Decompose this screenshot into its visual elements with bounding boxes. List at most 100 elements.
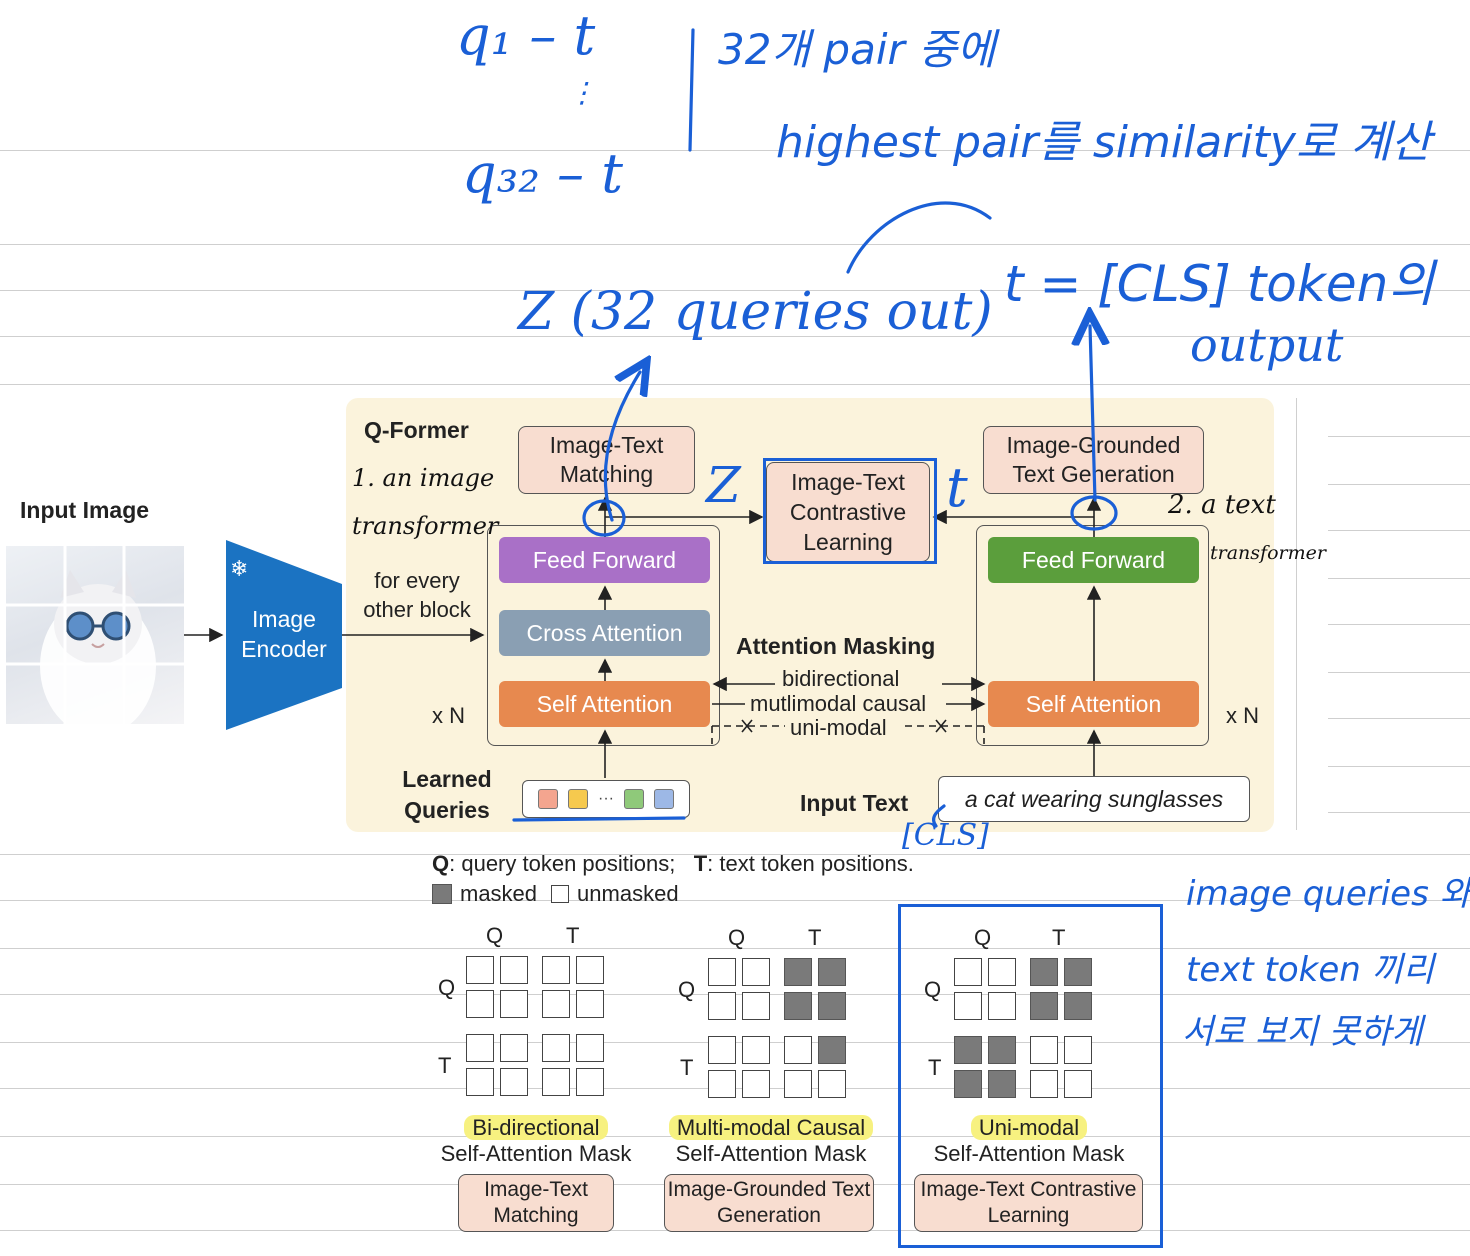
ruled-line bbox=[1328, 484, 1470, 485]
ruled-line bbox=[1328, 766, 1470, 767]
query-token bbox=[568, 789, 588, 809]
feed-forward-left: Feed Forward bbox=[499, 537, 710, 583]
annotation-z-queries: Z (32 queries out) bbox=[518, 282, 993, 342]
ruled-line bbox=[0, 900, 1470, 901]
mask-cell-masked bbox=[954, 1036, 982, 1064]
mask-cell-unmasked bbox=[708, 958, 736, 986]
annotation-z-small: Z bbox=[706, 456, 741, 514]
mask-subtitle: Self-Attention Mask bbox=[675, 1141, 867, 1166]
ruled-line bbox=[1328, 436, 1470, 437]
input-image-label: Input Image bbox=[20, 497, 150, 523]
task-image-text-contrastive-label: Image-Text Contrastive Learning bbox=[789, 469, 907, 555]
mask-cell-unmasked bbox=[708, 1036, 736, 1064]
mask-task-label: Image-Grounded Text Generation bbox=[667, 1178, 871, 1227]
mask-cell-unmasked bbox=[742, 1036, 770, 1064]
legend-mask-key: masked unmasked bbox=[432, 880, 679, 908]
snowflake-icon: ❄ bbox=[230, 556, 249, 581]
ruled-line bbox=[1328, 624, 1470, 625]
mask-task-contrastive: Image-Text Contrastive Learning bbox=[914, 1174, 1143, 1232]
ruled-line bbox=[0, 244, 1470, 245]
ruled-line bbox=[1328, 672, 1470, 673]
mask-cell-masked bbox=[818, 1036, 846, 1064]
mask-cell-unmasked bbox=[818, 1070, 846, 1098]
input-text-box: a cat wearing sunglasses bbox=[938, 776, 1250, 822]
mask-cell-unmasked bbox=[1064, 1070, 1092, 1098]
mask-unimodal-label: uni-modal bbox=[790, 715, 887, 740]
annotation-t-cls-line1: t = [CLS] token의 bbox=[1004, 255, 1435, 313]
annotation-a-text-line1: 2. a text bbox=[1168, 490, 1276, 520]
mask-cell-masked bbox=[818, 958, 846, 986]
ruled-line bbox=[0, 290, 1470, 291]
mask-cell-masked bbox=[784, 992, 812, 1020]
annotation-box-contrastive bbox=[763, 458, 937, 564]
unmasked-label: unmasked bbox=[577, 881, 679, 906]
ruled-line bbox=[0, 336, 1470, 337]
mask-subtitle: Self-Attention Mask bbox=[933, 1141, 1125, 1166]
ruled-line bbox=[1328, 530, 1470, 531]
annotation-a-text-line2: transformer bbox=[1210, 542, 1326, 564]
mask-col-q: Q bbox=[728, 925, 746, 950]
mask-cell-unmasked bbox=[708, 1070, 736, 1098]
mask-cell-unmasked bbox=[742, 1070, 770, 1098]
mask-panel-bidirectional: Q T Q T bbox=[430, 920, 642, 1170]
mask-title-unimodal: Uni-modal bbox=[918, 1114, 1140, 1142]
masked-label: masked bbox=[460, 881, 538, 906]
mask-row-t: T bbox=[928, 1055, 942, 1080]
mask-task-label: Image-Text Matching bbox=[484, 1178, 588, 1227]
annotation-note-line3: 서로 보지 못하게 bbox=[1182, 1012, 1423, 1052]
annotation-pairs-line1: 32개 pair 중에 bbox=[718, 25, 996, 74]
mask-cell-masked bbox=[1064, 958, 1092, 986]
image-encoder-label: Image Encoder bbox=[241, 606, 327, 662]
mask-cell-unmasked bbox=[500, 1068, 528, 1096]
ruled-line bbox=[1328, 578, 1470, 579]
mask-col-q: Q bbox=[974, 925, 992, 950]
margin-line bbox=[1296, 398, 1297, 830]
query-token bbox=[538, 789, 558, 809]
mask-cell-masked bbox=[954, 1070, 982, 1098]
mask-cell-unmasked bbox=[784, 1070, 812, 1098]
mask-cell-masked bbox=[1064, 992, 1092, 1020]
legend-q-text: : query token positions; bbox=[449, 851, 676, 876]
mask-cell-unmasked bbox=[576, 956, 604, 984]
cross-attention: Cross Attention bbox=[499, 610, 710, 656]
mask-col-t: T bbox=[1052, 925, 1066, 950]
mask-cell-unmasked bbox=[466, 1034, 494, 1062]
annotation-an-image-line2: transformer bbox=[352, 512, 499, 540]
mask-cell-unmasked bbox=[742, 992, 770, 1020]
token-ellipsis: ··· bbox=[598, 790, 614, 807]
mask-cell-unmasked bbox=[542, 956, 570, 984]
mask-title-text: Multi-modal Causal bbox=[668, 1115, 874, 1140]
mask-cell-unmasked bbox=[466, 1068, 494, 1096]
task-image-text-contrastive: Image-Text Contrastive Learning bbox=[766, 462, 930, 562]
mask-cell-unmasked bbox=[988, 992, 1016, 1020]
ruled-line bbox=[0, 854, 1470, 855]
mask-row-t: T bbox=[680, 1055, 694, 1080]
mask-col-q: Q bbox=[486, 923, 504, 948]
qformer-title: Q-Former bbox=[364, 417, 469, 443]
mask-cell-unmasked bbox=[1030, 1036, 1058, 1064]
mask-task-label: Image-Text Contrastive Learning bbox=[920, 1178, 1137, 1227]
mask-subtitle: Self-Attention Mask bbox=[440, 1141, 632, 1166]
annotation-dots: ⋮ bbox=[568, 76, 596, 109]
mask-row-q: Q bbox=[678, 977, 696, 1002]
image-transformer-block bbox=[487, 525, 720, 746]
mask-col-t: T bbox=[808, 925, 822, 950]
annotation-an-image-line1: 1. an image bbox=[352, 464, 495, 492]
self-attention-right: Self Attention bbox=[988, 681, 1199, 727]
mask-cell-unmasked bbox=[500, 1034, 528, 1062]
ruled-line bbox=[0, 384, 1470, 385]
mask-panel-multimodal-causal: Q T Q T bbox=[672, 922, 884, 1172]
annotation-pairs-line2: highest pair를 similarity로 계산 bbox=[776, 117, 1432, 168]
feed-forward-right: Feed Forward bbox=[988, 537, 1199, 583]
mask-cell-unmasked bbox=[542, 1034, 570, 1062]
mask-cell-unmasked bbox=[784, 1036, 812, 1064]
xn-right: x N bbox=[1226, 703, 1259, 728]
mask-row-q: Q bbox=[924, 977, 942, 1002]
unmasked-swatch bbox=[551, 885, 570, 903]
ruled-line bbox=[0, 948, 1470, 949]
legend-positions: Q: query token positions; T: text token … bbox=[432, 850, 914, 878]
mask-task-matching: Image-Text Matching bbox=[458, 1174, 614, 1232]
